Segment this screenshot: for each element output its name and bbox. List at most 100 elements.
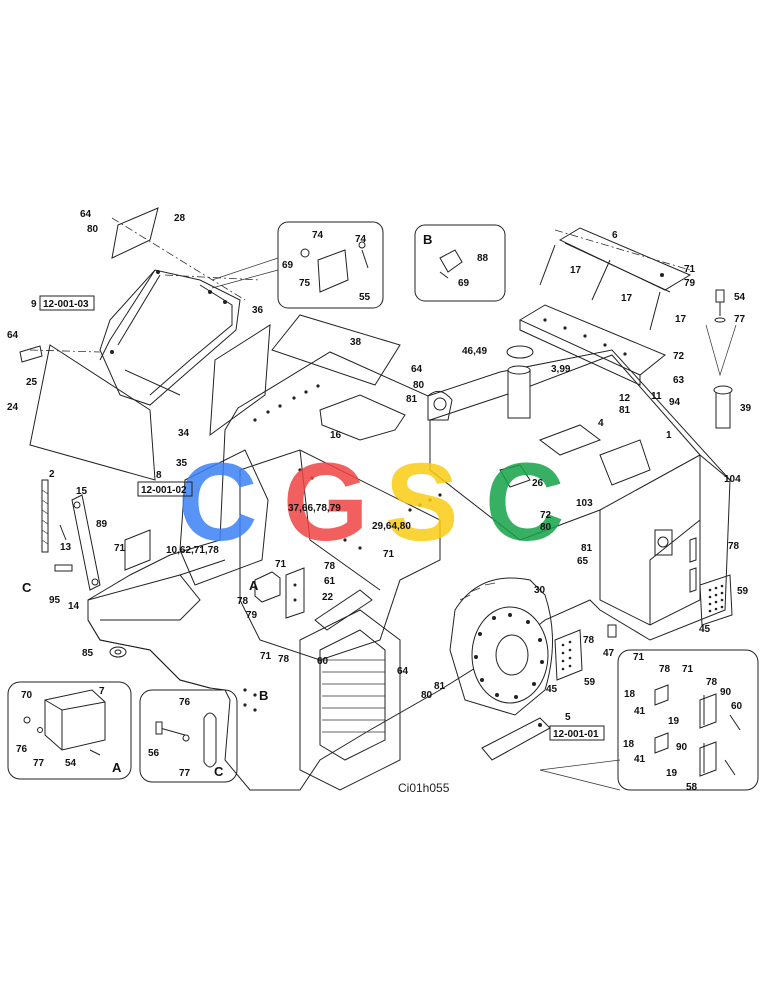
callout: 79: [684, 278, 696, 289]
callout: 61: [324, 576, 336, 587]
bracket-25: [19, 345, 43, 363]
callout: 1: [666, 430, 672, 441]
callout: 59: [737, 586, 749, 597]
callout: 9: [31, 299, 37, 310]
callout: 78: [324, 561, 336, 572]
ref-text-12-001-02: 12-001-02: [141, 485, 187, 496]
callout: 41: [634, 754, 646, 765]
ref-text-12-001-01: 12-001-01: [553, 729, 599, 740]
callout: 80: [421, 690, 433, 701]
ref-box-12-001-02: 12-001-02: [137, 481, 193, 497]
bracket-71: [124, 529, 151, 571]
ref-box-12-001-01: 12-001-01: [549, 725, 605, 741]
detail-bubble-A: [7, 681, 132, 780]
callout: 29,64,80: [372, 521, 411, 532]
callout: 10,62,71,78: [166, 545, 219, 556]
detail-bubble-hinge: [617, 649, 759, 791]
callout: 13: [60, 542, 72, 553]
callout: 104: [724, 474, 741, 485]
callout: 79: [246, 610, 258, 621]
callout: 45: [546, 684, 558, 695]
callout: 76: [179, 697, 191, 708]
drawing-code: Ci01h055: [398, 781, 450, 795]
hood-panel-28: [111, 207, 159, 259]
callout: 89: [96, 519, 108, 530]
callout: 56: [148, 748, 160, 759]
callout: 76: [16, 744, 28, 755]
callout: 24: [7, 402, 19, 413]
bracket-22: [285, 567, 305, 619]
hood-frame-assembly: [99, 269, 241, 406]
callout: 75: [299, 278, 311, 289]
callout: 58: [686, 782, 698, 793]
callout: 28: [174, 213, 186, 224]
detail-bubble-C: [139, 689, 238, 783]
support-rods-17: [539, 244, 661, 331]
hood-panel-24: [29, 344, 156, 481]
callout: 47: [603, 648, 615, 659]
callout: 64: [80, 209, 92, 220]
drum-holes: [474, 613, 544, 699]
callout: 54: [734, 292, 746, 303]
callout: 71: [684, 264, 696, 275]
callout: 59: [584, 677, 596, 688]
view-label-a-detail: A: [112, 760, 122, 775]
callout: 74: [355, 234, 367, 245]
callout: 78: [728, 541, 740, 552]
view-label-a: A: [249, 578, 259, 593]
pin-14: [54, 564, 73, 572]
callout: 69: [282, 260, 294, 271]
plug-47: [607, 624, 617, 638]
bolt-54-77: [714, 289, 726, 323]
callout: 90: [676, 742, 688, 753]
callout: 35: [176, 458, 188, 469]
filter-39: [713, 385, 733, 429]
callout: 34: [178, 428, 190, 439]
callout: 30: [534, 585, 546, 596]
callout: 17: [675, 314, 687, 325]
callout: 38: [350, 337, 362, 348]
callout: 95: [49, 595, 61, 606]
callout: 46,49: [462, 346, 487, 357]
callout: 63: [673, 375, 685, 386]
callout: 71: [682, 664, 694, 675]
callout: 2: [49, 469, 55, 480]
ref-text-12-001-03: 12-001-03: [43, 299, 89, 310]
view-label-c: C: [22, 580, 32, 595]
callout: 81: [406, 394, 418, 405]
callout: 3,99: [551, 364, 571, 375]
top-panel-38: [271, 314, 401, 386]
callout: 5: [565, 712, 571, 723]
callout: 18: [624, 689, 636, 700]
vent-plate-45-right: [699, 574, 733, 626]
callout: 71: [275, 559, 287, 570]
main-frame: [87, 349, 731, 791]
callout: 81: [619, 405, 631, 416]
bolt-13: [59, 524, 67, 541]
callout-labels: 64 80 28 9 64 25 24 34 36 38 69 74 74 75…: [7, 209, 752, 793]
callout: 70: [21, 690, 33, 701]
callout: 77: [33, 758, 45, 769]
callout: 81: [581, 543, 593, 554]
callout: 36: [252, 305, 264, 316]
callout: 72: [673, 351, 685, 362]
callout: 41: [634, 706, 646, 717]
callout: 12: [619, 393, 631, 404]
callout: 72: [540, 510, 552, 521]
drum-shell-30: [449, 577, 553, 716]
top-cover-6: [558, 227, 692, 293]
watermark-logo: C G S C: [178, 441, 564, 564]
callout: 45: [699, 624, 711, 635]
callout: 74: [312, 230, 324, 241]
callout: 64: [397, 666, 409, 677]
callout: 80: [540, 522, 552, 533]
watermark-letter-4: C: [485, 441, 564, 564]
callout: 7: [99, 686, 105, 697]
callout: 65: [577, 556, 589, 567]
view-label-b-detail: B: [423, 232, 432, 247]
callout: 60: [731, 701, 743, 712]
callout: 15: [76, 486, 88, 497]
callout: 71: [114, 543, 126, 554]
detail-bubble-B-top: [414, 224, 506, 302]
